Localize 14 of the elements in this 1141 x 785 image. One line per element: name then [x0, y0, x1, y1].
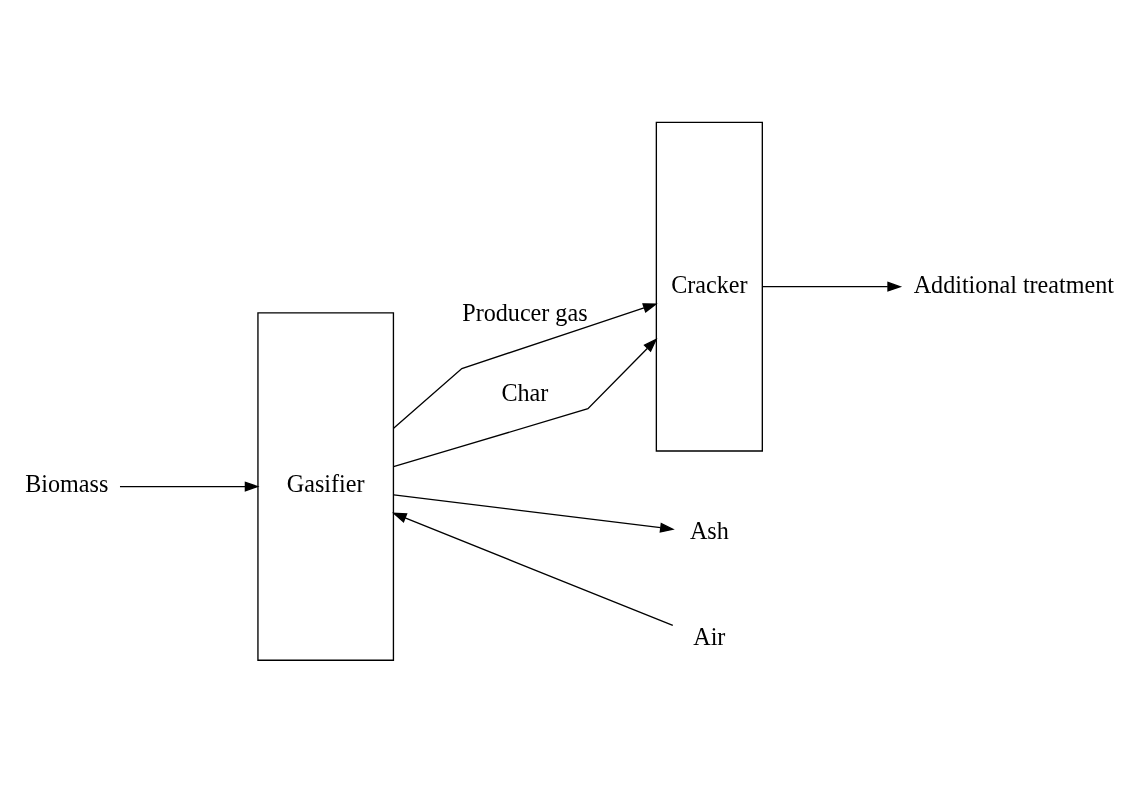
edge-label: Char [501, 378, 549, 406]
node-box: Gasifier [257, 311, 395, 661]
node-text: Ash [689, 516, 729, 544]
arrow [392, 302, 658, 429]
arrow [392, 337, 658, 467]
edge-label: Producer gas [462, 298, 588, 326]
arrow [393, 493, 675, 533]
node-text: Air [693, 622, 726, 650]
arrow [391, 512, 674, 626]
arrow [761, 281, 903, 292]
node-text: Additional treatment [913, 270, 1115, 298]
arrow [119, 480, 260, 492]
node-text: Biomass [25, 469, 109, 497]
node-box: Cracker [655, 121, 763, 452]
